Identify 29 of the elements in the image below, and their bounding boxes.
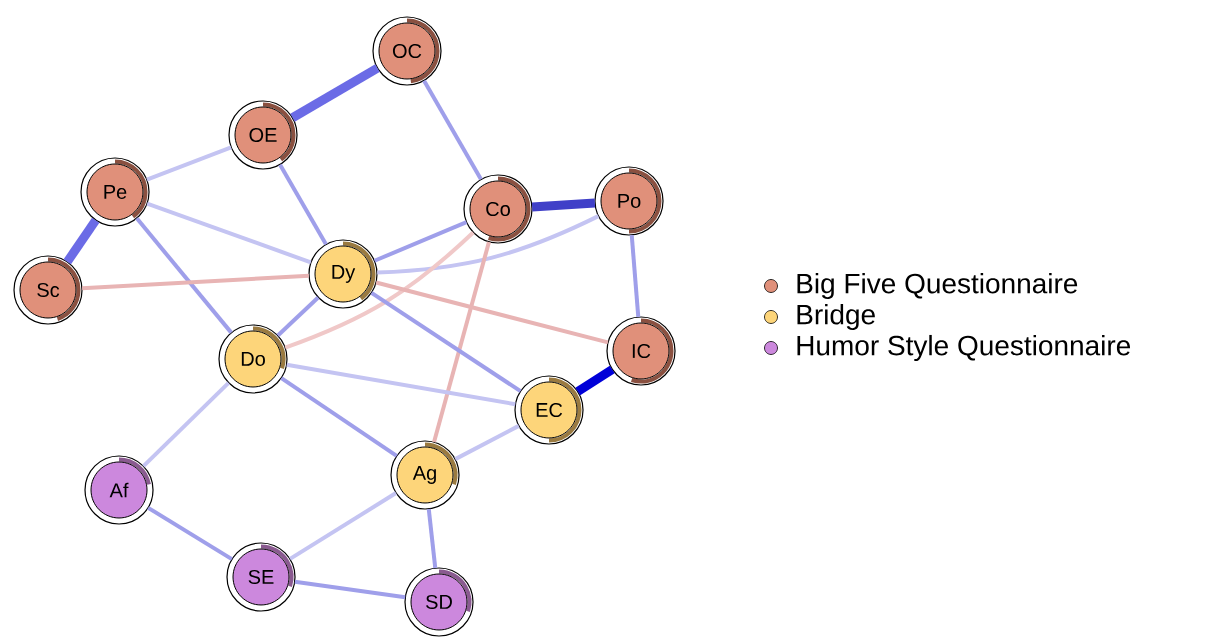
legend-label: Bridge [797, 303, 875, 331]
edge-line [286, 362, 516, 407]
edge-line [280, 376, 398, 458]
edge-line [629, 234, 641, 318]
edge-line [575, 365, 615, 396]
edge-line [422, 79, 483, 181]
edge-line [454, 424, 520, 461]
edge-line [432, 241, 491, 443]
edge-line [278, 163, 328, 246]
edge-line [63, 217, 100, 265]
edge-line [146, 145, 232, 182]
edge-line [370, 291, 522, 393]
legend-label: Humor Style Questionnaire [797, 334, 1131, 362]
edge-line [375, 280, 609, 345]
edge-line [147, 506, 233, 561]
edge-line [142, 381, 230, 468]
edge-line [82, 273, 309, 291]
edge-line [290, 64, 380, 122]
edge-line [289, 491, 398, 561]
legend-label: Big Five Questionnaire [797, 272, 1078, 300]
edge-line [276, 296, 320, 337]
edge-line [531, 198, 596, 212]
edge-line [284, 231, 475, 350]
edge-line [426, 508, 438, 569]
edge-line [146, 201, 312, 265]
edge-line [373, 220, 468, 263]
edge-line [294, 579, 406, 600]
edge-line [377, 214, 600, 275]
edge-line [135, 217, 233, 334]
